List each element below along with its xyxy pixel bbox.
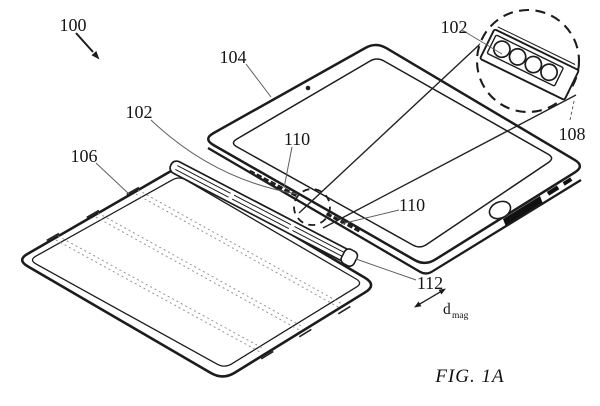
home-button-ring <box>488 200 512 220</box>
home-button <box>488 200 512 220</box>
label-106: 106 <box>71 146 98 166</box>
dmag-arrow <box>414 288 446 308</box>
magnet-oval <box>492 40 511 59</box>
magnet-dash <box>276 184 284 190</box>
dimension-label: d mag <box>443 301 469 321</box>
hinge-spine <box>169 160 359 267</box>
cover <box>20 160 373 378</box>
notch <box>260 350 274 360</box>
label-102-left: 102 <box>126 102 153 122</box>
fold-line <box>95 216 302 332</box>
arrow-head <box>91 51 100 60</box>
hinge-spine-endcap <box>340 248 359 267</box>
projection-line-upper <box>298 30 495 214</box>
leader-106 <box>95 162 130 195</box>
magnet-dash <box>262 177 270 183</box>
ref-arrow-100 <box>75 32 100 60</box>
label-100: 100 <box>60 15 87 35</box>
leader-104 <box>245 63 272 98</box>
figure-caption: FIG. 1A <box>434 366 504 387</box>
hinge-detail-marker-circle <box>293 188 331 226</box>
notch <box>298 328 312 338</box>
dmag-label-base: d <box>443 301 451 318</box>
label-112: 112 <box>417 273 443 293</box>
dmag-arrow-head <box>414 301 422 308</box>
port-mark <box>546 185 560 196</box>
magnet-oval <box>540 63 559 82</box>
speaker-bar <box>503 196 543 226</box>
dmag-label-subscript: mag <box>452 311 469 321</box>
magnet-oval <box>524 55 543 74</box>
port-marks <box>503 177 573 226</box>
magnet-dash <box>346 223 354 229</box>
leader-108 <box>569 98 575 121</box>
bar-top-edge-line <box>497 26 576 66</box>
leader-110-upper <box>283 146 293 189</box>
tablet-side-face <box>207 147 582 275</box>
notch <box>86 209 100 219</box>
hinge-spine-line <box>175 169 347 260</box>
fold-line <box>57 235 265 350</box>
label-110-right: 110 <box>399 195 425 215</box>
label-102-top: 102 <box>441 17 468 37</box>
hinge-spine-gap <box>227 190 236 202</box>
fold-line <box>135 193 341 309</box>
dmag-arrow-head <box>438 288 446 295</box>
leader-102-top <box>461 29 503 55</box>
detail-view <box>475 8 581 114</box>
label-108: 108 <box>559 124 586 144</box>
tablet-screen <box>232 58 553 248</box>
magnet-dash <box>269 180 277 186</box>
cover-inner-outline <box>31 177 361 367</box>
magnet-dash <box>325 212 333 218</box>
leader-102-left <box>150 119 298 195</box>
dmag-arrow-shaft <box>419 291 441 305</box>
notch <box>46 232 60 242</box>
leader-112 <box>355 258 417 281</box>
hinge-spine-gap <box>287 221 296 234</box>
leader-lines <box>95 29 575 281</box>
hinge-spine-line <box>177 165 349 256</box>
magnet-dash <box>248 169 256 176</box>
tablet-outline <box>207 43 582 265</box>
magnet-dash <box>353 227 361 233</box>
cover-edge-notches <box>46 186 351 360</box>
cover-fold-lines <box>55 189 343 354</box>
detail-magnet-bar <box>479 26 580 101</box>
label-110-upper: 110 <box>284 129 310 149</box>
fold-line <box>137 189 343 305</box>
projection-line-lower <box>322 94 577 229</box>
notch <box>337 305 351 315</box>
magnet-oval <box>508 47 527 66</box>
fold-line <box>55 239 263 354</box>
port-mark <box>562 177 573 186</box>
label-104: 104 <box>220 47 247 67</box>
magnet-dash <box>255 173 263 179</box>
arrow-shaft <box>75 32 94 53</box>
magnet-row-2 <box>325 212 361 233</box>
reference-numerals: 100 104 102 106 110 110 102 108 112 <box>60 15 586 293</box>
tablet <box>207 43 582 275</box>
fold-line <box>97 212 304 328</box>
leader-110-right <box>340 209 400 225</box>
camera-dot <box>305 85 311 91</box>
